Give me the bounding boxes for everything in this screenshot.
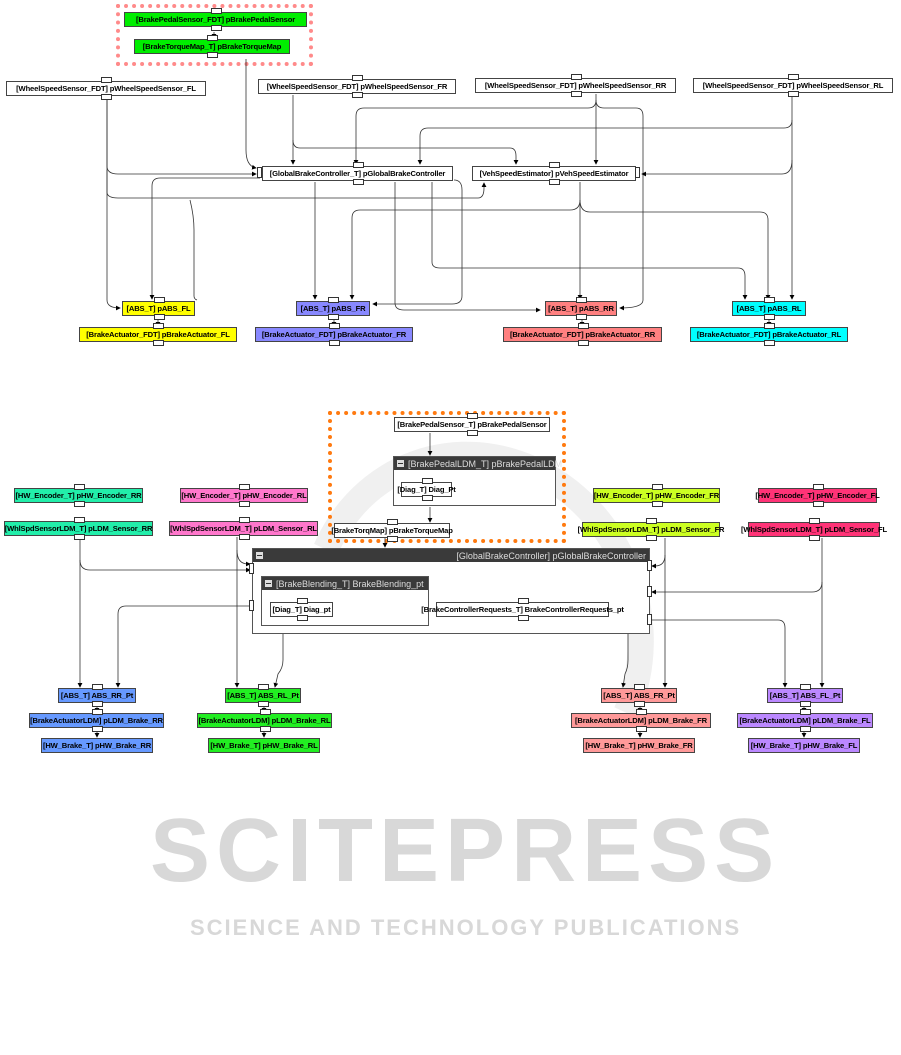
wire — [641, 159, 793, 177]
wire — [394, 182, 541, 313]
wire — [149, 177, 260, 300]
wire — [106, 97, 257, 177]
node-actuator-ldm-fl[interactable]: [BrakeActuatorLDM] pLDM_Brake_FL — [737, 709, 873, 732]
node-hw-encoder-fr[interactable]: [HW_Encoder_T] pHW_Encoder_FR — [593, 484, 720, 507]
node-hw-brake-rr[interactable]: [HW_Brake_T] pHW_Brake_RR — [41, 738, 153, 753]
wire — [106, 97, 487, 199]
collapse-icon[interactable] — [265, 580, 272, 587]
container-brake-blending[interactable]: [BrakeBlending_T] BrakeBlending_pt — [261, 576, 429, 626]
node-brake-actuator-fr[interactable]: [BrakeActuator_FDT] pBrakeActuator_FR — [255, 323, 413, 346]
port — [647, 560, 652, 571]
wire — [79, 559, 251, 573]
node-actuator-ldm-rr[interactable]: [BrakeActuatorLDM] pLDM_Brake_RR — [29, 709, 164, 732]
container-brake-pedal-ldm[interactable]: [BrakePedalLDM_T] pBrakePedalLDM — [393, 456, 562, 506]
node-abs-fl[interactable]: [ABS_T] ABS_FL_Pt — [767, 684, 843, 707]
watermark-text: SCITEPRESS — [150, 801, 781, 901]
brake-pedal-group-highlight — [116, 4, 313, 66]
watermark-subtext: SCIENCE AND TECHNOLOGY PUBLICATIONS — [190, 915, 742, 940]
node-global-brake-controller[interactable]: [GlobalBrakeController_T] pGlobalBrakeCo… — [262, 162, 453, 185]
node-hw-encoder-rl[interactable]: [HW_Encoder_T] pHW_Encoder_RL — [180, 484, 308, 507]
container-header: [GlobalBrakeController] pGlobalBrakeCont… — [253, 549, 649, 562]
node-hw-encoder-fl[interactable]: [HW_Encoder_T] pHW_Encoder_FL — [755, 484, 880, 507]
node-diag-pedal[interactable]: [Diag_T] Diag_Pt — [397, 478, 456, 501]
collapse-icon[interactable] — [397, 460, 404, 467]
node-abs-rr[interactable]: [ABS_T] pABS_RR — [545, 297, 617, 320]
node-veh-speed-estimator[interactable]: [VehSpeedEstimator] pVehSpeedEstimator — [472, 162, 636, 185]
node-brake-pedal-sensor[interactable]: [BrakePedalSensor_FDT] pBrakePedalSensor — [124, 8, 307, 31]
node-actuator-ldm-fr[interactable]: [BrakeActuatorLDM] pLDM_Brake_FR — [571, 709, 711, 732]
node-diag-blending[interactable]: [Diag_T] Diag_pt — [270, 598, 333, 621]
node-brake-torq-map[interactable]: [BrakeTorqMap] pBrakeTorqueMap — [331, 519, 453, 542]
port — [647, 586, 652, 597]
wire — [372, 179, 463, 307]
node-whlspd-ldm-rl[interactable]: [WhlSpdSensorLDM_T] pLDM_Sensor_RL — [169, 517, 318, 540]
node-brake-actuator-rl[interactable]: [BrakeActuator_FDT] pBrakeActuator_RL — [690, 323, 848, 346]
node-abs-fr[interactable]: [ABS_T] ABS_FR_Pt — [601, 684, 677, 707]
node-brake-controller-requests[interactable]: [BrakeControllerRequests_T] BrakeControl… — [421, 598, 624, 621]
node-brake-actuator-rr[interactable]: [BrakeActuator_FDT] pBrakeActuator_RR — [503, 323, 662, 346]
container-header: [BrakePedalLDM_T] pBrakePedalLDM — [394, 457, 562, 470]
node-wheel-speed-sensor-rr[interactable]: [WheelSpeedSensor_FDT] pWheelSpeedSensor… — [475, 74, 676, 97]
node-hw-encoder-rr[interactable]: [HW_Encoder_T] pHW_Encoder_RR — [14, 484, 143, 507]
node-whlspd-ldm-fr[interactable]: [WhlSpdSensorLDM_T] pLDM_Sensor_FR — [578, 518, 725, 541]
wire — [115, 605, 252, 688]
wire — [292, 139, 519, 165]
wire — [189, 199, 198, 301]
node-hw-brake-fr[interactable]: [HW_Brake_T] pHW_Brake_FR — [583, 738, 695, 753]
wire — [349, 199, 581, 300]
collapse-icon[interactable] — [256, 552, 263, 559]
node-abs-rl[interactable]: [ABS_T] pABS_RL — [732, 297, 806, 320]
wire — [236, 549, 251, 567]
node-abs-rr[interactable]: [ABS_T] ABS_RR_Pt — [58, 684, 136, 707]
wire — [431, 182, 748, 300]
wire — [651, 581, 823, 595]
wire — [245, 59, 257, 170]
node-actuator-ldm-rl[interactable]: [BrakeActuatorLDM] pLDM_Brake_RL — [197, 709, 332, 732]
port — [249, 563, 254, 574]
wire — [652, 619, 788, 688]
container-title: [GlobalBrakeController] pGlobalBrakeCont… — [456, 550, 646, 561]
node-wheel-speed-sensor-fr[interactable]: [WheelSpeedSensor_FDT] pWheelSpeedSensor… — [258, 75, 456, 98]
wire — [595, 99, 644, 311]
wire — [273, 634, 284, 688]
node-wheel-speed-sensor-fl[interactable]: [WheelSpeedSensor_FDT] pWheelSpeedSensor… — [6, 77, 206, 100]
port — [257, 167, 262, 178]
node-brake-actuator-fl[interactable]: [BrakeActuator_FDT] pBrakeActuator_FL — [79, 323, 237, 346]
node-whlspd-ldm-fl[interactable]: [WhlSpdSensorLDM_T] pLDM_Sensor_FL — [741, 518, 887, 541]
node-abs-fl[interactable]: [ABS_T] pABS_FL — [122, 297, 195, 320]
container-header: [BrakeBlending_T] BrakeBlending_pt — [262, 577, 428, 590]
wire — [579, 199, 771, 300]
brake-pedal-group-highlight — [328, 411, 566, 543]
wire — [651, 554, 666, 569]
container-title: [BrakePedalLDM_T] pBrakePedalLDM — [408, 458, 563, 469]
node-hw-brake-rl[interactable]: [HW_Brake_T] pHW_Brake_RL — [208, 738, 320, 753]
wire — [106, 170, 121, 311]
node-wheel-speed-sensor-rl[interactable]: [WheelSpeedSensor_FDT] pWheelSpeedSensor… — [693, 74, 893, 97]
node-brake-pedal-sensor[interactable]: [BrakePedalSensor_T] pBrakePedalSensor — [394, 413, 550, 436]
port — [647, 614, 652, 625]
wire — [621, 634, 629, 688]
wire — [353, 99, 597, 165]
node-abs-rl[interactable]: [ABS_T] ABS_RL_Pt — [225, 684, 301, 707]
node-whlspd-ldm-rr[interactable]: [WhlSpdSensorLDM_T] pLDM_Sensor_RR — [4, 517, 153, 540]
node-abs-fr[interactable]: [ABS_T] pABS_FR — [296, 297, 370, 320]
container-title: [BrakeBlending_T] BrakeBlending_pt — [276, 578, 424, 589]
port — [249, 600, 254, 611]
port — [635, 167, 640, 178]
wire — [417, 119, 793, 165]
node-brake-torque-map[interactable]: [BrakeTorqueMap_T] pBrakeTorqueMap — [134, 35, 290, 58]
node-hw-brake-fl[interactable]: [HW_Brake_T] pHW_Brake_FL — [748, 738, 860, 753]
